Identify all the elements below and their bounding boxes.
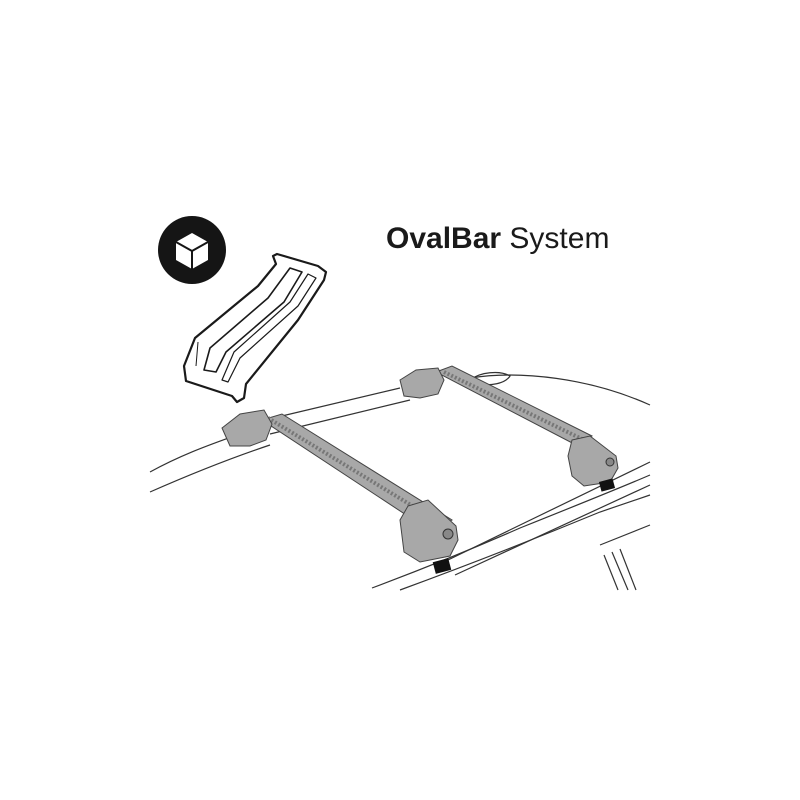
mounting-bracket xyxy=(182,252,328,404)
rear-crossbar xyxy=(399,365,619,492)
product-title: OvalBar System xyxy=(386,222,609,256)
car-roof-outline xyxy=(149,371,651,591)
product-brand: OvalBar xyxy=(386,222,502,255)
product-suffix: System xyxy=(509,222,610,255)
cube-badge xyxy=(158,216,226,284)
cube-icon xyxy=(175,233,209,269)
front-crossbar xyxy=(221,409,459,574)
